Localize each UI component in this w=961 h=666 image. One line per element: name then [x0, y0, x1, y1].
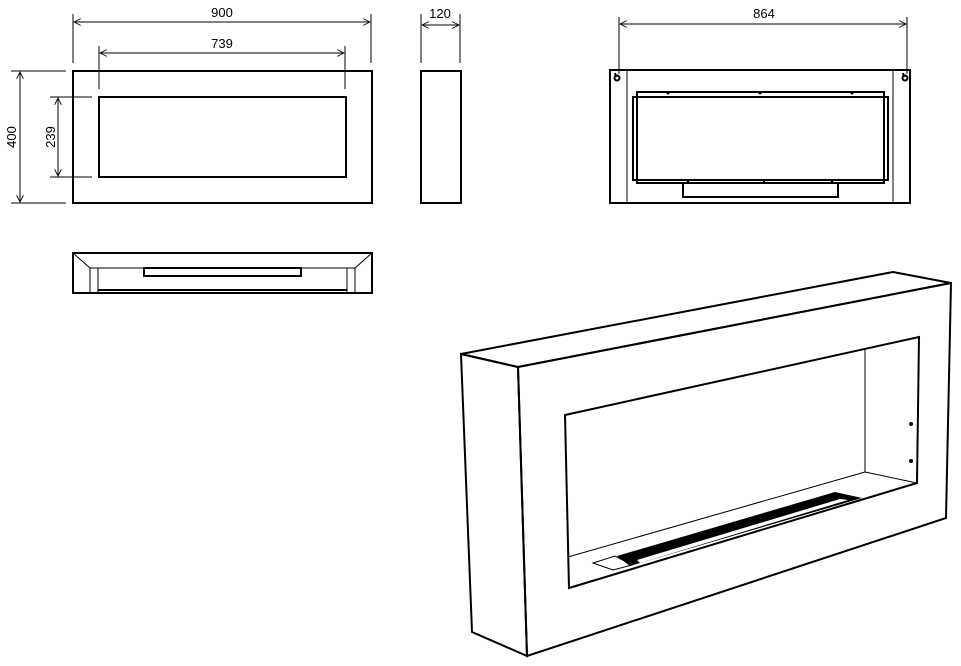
dimension-900: 900: [72, 5, 372, 63]
dimension-239: 239: [43, 96, 92, 178]
front-opening: [98, 96, 347, 178]
side-view: [420, 70, 462, 204]
dimension-label-depth: 120: [429, 6, 451, 21]
dimension-label-opening-width: 739: [211, 36, 233, 51]
isometric-view: [459, 270, 953, 658]
top-view: [72, 252, 373, 294]
hook-icon: [613, 72, 621, 82]
hook-icon: [901, 72, 909, 82]
back-view: [609, 69, 911, 204]
side-outline: [420, 70, 462, 204]
dimension-120: 120: [420, 6, 461, 63]
dimension-739: 739: [98, 36, 346, 89]
dimension-label-opening-height: 239: [43, 126, 58, 148]
dimension-label-bracket-spacing: 864: [753, 6, 775, 21]
dimension-label-width: 900: [211, 5, 233, 20]
iso-opening: [563, 335, 921, 590]
front-view: [72, 70, 373, 204]
dimension-864: 864: [618, 6, 908, 74]
dimension-label-height: 400: [4, 126, 19, 148]
iso-front-face: [516, 281, 953, 658]
dimension-400: 400: [4, 70, 66, 204]
iso-burner: [617, 492, 862, 566]
burner-top: [143, 267, 302, 277]
front-outer-frame: [72, 70, 373, 204]
iso-top-face: [460, 270, 952, 369]
iso-side-face: [459, 352, 529, 658]
